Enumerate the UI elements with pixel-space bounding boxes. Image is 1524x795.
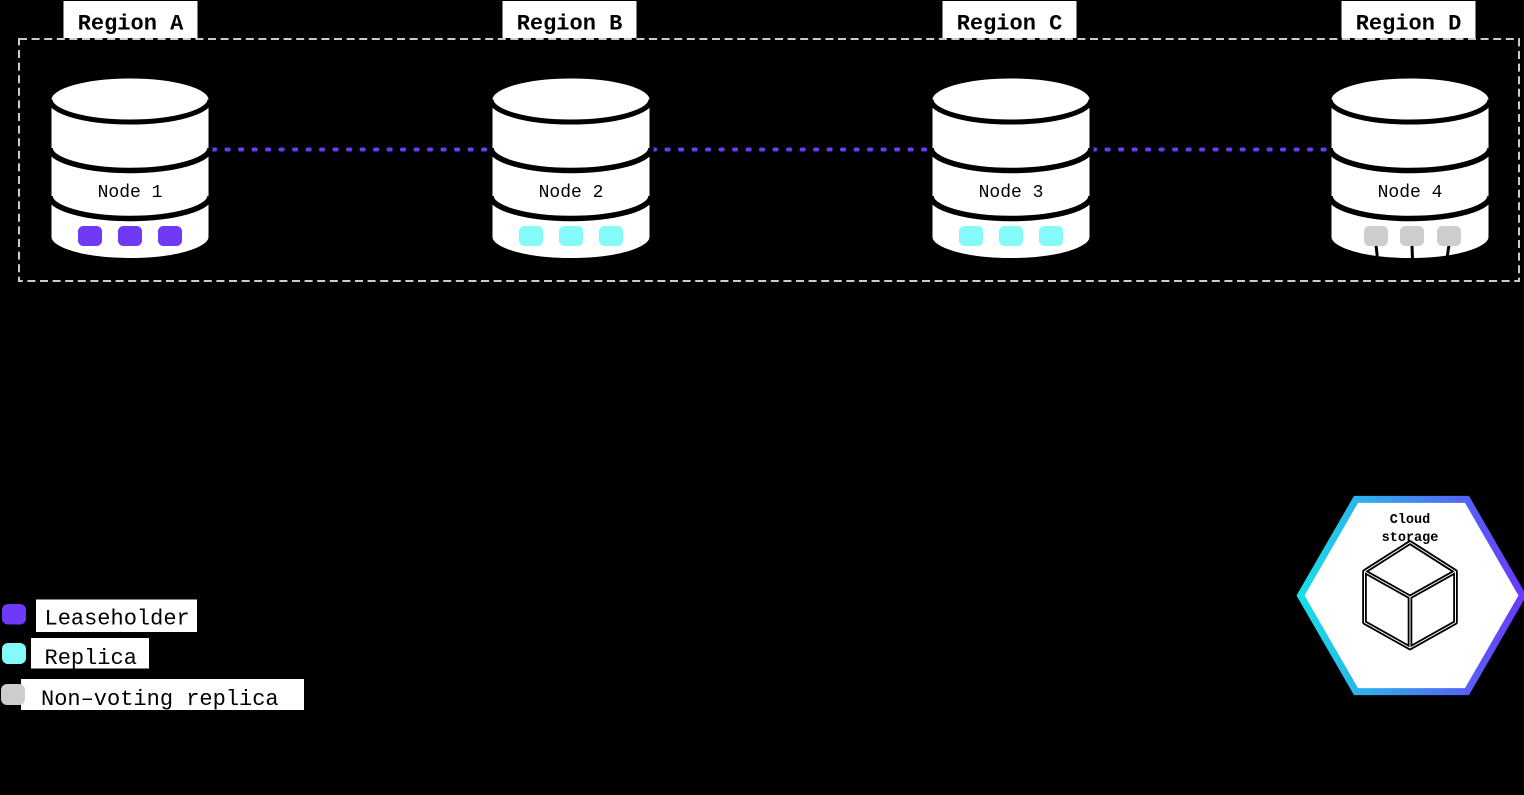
svg-text:Replica: Replica xyxy=(45,646,137,671)
svg-text:storage: storage xyxy=(1382,531,1439,546)
svg-text:Node 2: Node 2 xyxy=(539,183,604,203)
svg-text:Region B: Region B xyxy=(517,12,623,37)
svg-text:Cloud: Cloud xyxy=(1390,513,1431,528)
svg-text:Region A: Region A xyxy=(78,12,184,37)
svg-text:Non–voting replica: Non–voting replica xyxy=(41,687,279,712)
svg-text:Node 4: Node 4 xyxy=(1378,183,1443,203)
svg-text:Region D: Region D xyxy=(1356,12,1462,37)
svg-text:Leaseholder: Leaseholder xyxy=(45,607,190,632)
svg-text:Node 3: Node 3 xyxy=(979,183,1044,203)
svg-text:Region C: Region C xyxy=(957,12,1063,37)
svg-text:Node 1: Node 1 xyxy=(98,183,163,203)
